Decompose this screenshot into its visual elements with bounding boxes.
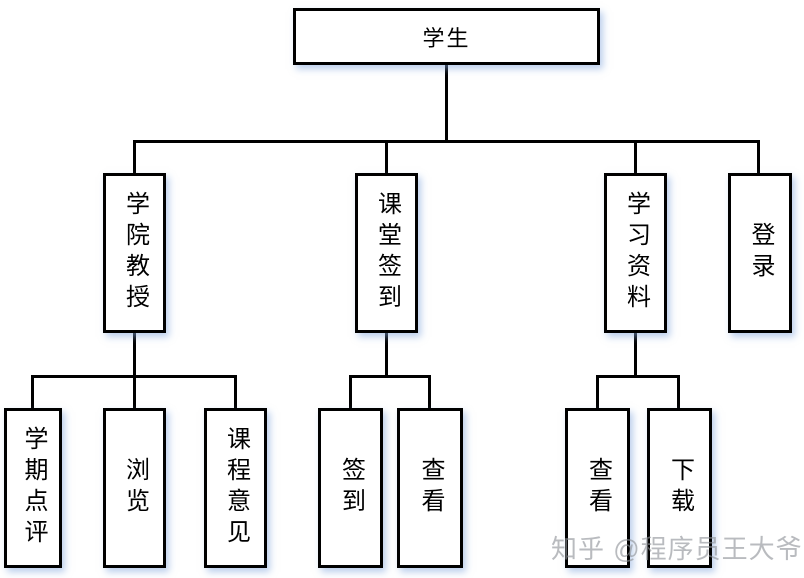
connector-line — [445, 63, 448, 142]
node-course-opinion: 课程意见 — [204, 408, 267, 568]
node-signin-action: 签到 — [318, 408, 383, 568]
connector-line — [133, 140, 136, 173]
watermark: 知乎 @程序员王大爷 — [551, 534, 803, 564]
node-class-signin-label: 课堂签到 — [373, 191, 401, 315]
node-materials-download-label: 下载 — [666, 457, 694, 519]
node-student-label: 学生 — [422, 25, 471, 51]
connector-line — [385, 140, 388, 173]
node-college-professor-label: 学院教授 — [121, 191, 149, 315]
connector-line — [133, 375, 136, 408]
connector-line — [596, 375, 680, 378]
connector-line — [234, 375, 237, 408]
node-course-opinion-label: 课程意见 — [222, 426, 250, 550]
connector-line — [757, 140, 760, 173]
node-login: 登录 — [728, 173, 792, 333]
connector-line — [677, 375, 680, 408]
node-browse: 浏览 — [103, 408, 166, 568]
connector-line — [349, 375, 431, 378]
node-signin-view: 查看 — [397, 408, 463, 568]
node-study-materials-label: 学习资料 — [622, 191, 650, 315]
node-semester-review-label: 学期点评 — [20, 426, 47, 550]
node-materials-view: 查看 — [565, 408, 630, 568]
connector-line — [133, 333, 136, 377]
node-college-professor: 学院教授 — [103, 173, 166, 333]
connector-line — [133, 140, 760, 143]
node-signin-action-label: 签到 — [337, 457, 365, 519]
connector-line — [385, 333, 388, 377]
connector-line — [31, 375, 34, 408]
node-browse-label: 浏览 — [121, 457, 149, 519]
node-study-materials: 学习资料 — [604, 173, 667, 333]
connector-line — [596, 375, 599, 408]
connector-line — [349, 375, 352, 408]
node-class-signin: 课堂签到 — [355, 173, 418, 333]
node-materials-view-label: 查看 — [584, 457, 612, 519]
node-login-label: 登录 — [747, 222, 774, 284]
node-signin-view-label: 查看 — [417, 457, 444, 519]
connector-line — [634, 140, 637, 173]
connector-line — [634, 333, 637, 377]
node-materials-download: 下载 — [647, 408, 712, 568]
node-student: 学生 — [293, 8, 600, 65]
node-semester-review: 学期点评 — [4, 408, 62, 568]
connector-line — [428, 375, 431, 408]
